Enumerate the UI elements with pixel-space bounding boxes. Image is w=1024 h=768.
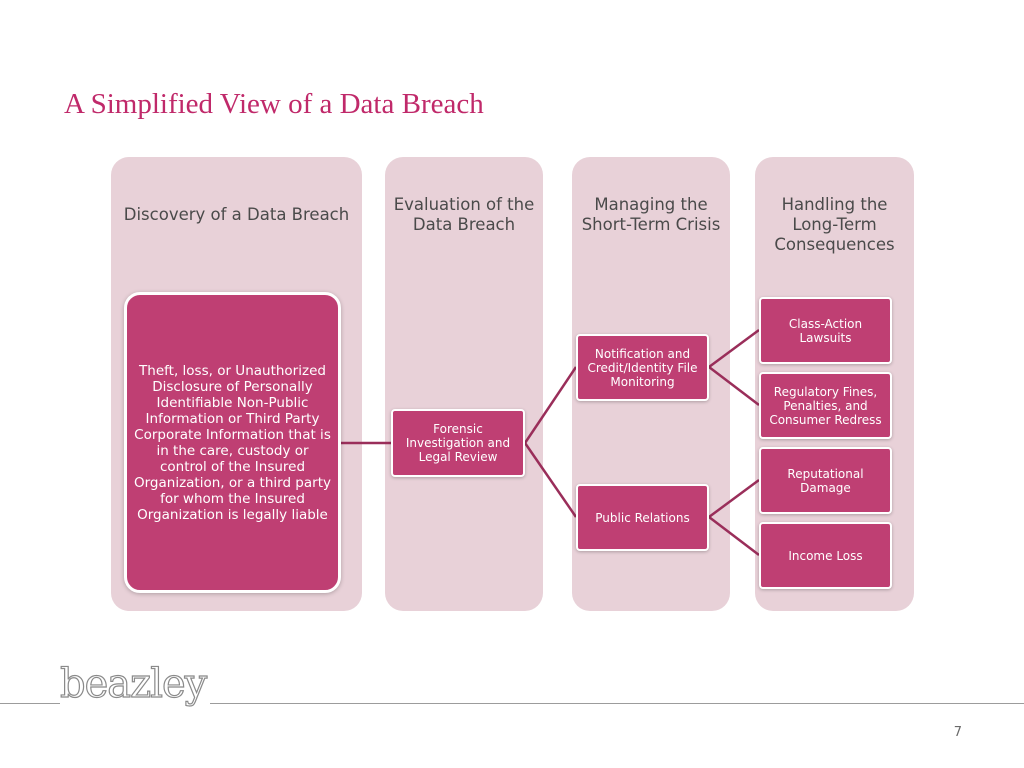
node-class-action: Class-Action Lawsuits [759,297,892,364]
node-forensic: Forensic Investigation and Legal Review [391,409,525,477]
node-public-relations: Public Relations [576,484,709,551]
edge-forensic-notification [523,366,578,444]
node-class-action-label: Class-Action Lawsuits [788,316,863,345]
node-forensic-label: Forensic Investigation and Legal Review [405,422,511,464]
column-header-evaluation: Evaluation of the Data Breach [393,195,535,234]
edge-forensic-public-relations [523,442,578,518]
node-discovery: Theft, loss, or Unauthorized Disclosure … [124,292,341,593]
node-regulatory: Regulatory Fines, Penalties, and Consume… [759,372,892,439]
node-discovery-label: Theft, loss, or Unauthorized Disclosure … [133,362,331,523]
node-notification: Notification and Credit/Identity File Mo… [576,334,709,401]
node-notification-label: Notification and Credit/Identity File Mo… [587,346,698,389]
beazley-logo: beazley [59,660,211,708]
node-reputational-label: Reputational Damage [787,466,864,495]
node-regulatory-label: Regulatory Fines, Penalties, and Consume… [769,384,882,427]
node-income-loss: Income Loss [759,522,892,589]
node-reputational: Reputational Damage [759,447,892,514]
edge-notification-regulatory [708,366,760,406]
node-public-relations-label: Public Relations [595,510,690,525]
edge-notification-class-action [708,328,760,369]
slide-title: A Simplified View of a Data Breach [64,88,484,120]
page-number: 7 [953,725,962,740]
column-header-short-term: Managing the Short-Term Crisis [581,195,721,234]
column-header-long-term: Handling the Long-Term Consequences [774,195,895,254]
node-income-loss-label: Income Loss [788,548,863,563]
column-header-discovery: Discovery of a Data Breach [123,205,350,224]
column-evaluation: Evaluation of the Data Breach [385,157,543,611]
footer-divider [0,703,1024,704]
edge-public-relations-reputational [708,478,760,519]
edge-public-relations-income-loss [708,516,760,556]
